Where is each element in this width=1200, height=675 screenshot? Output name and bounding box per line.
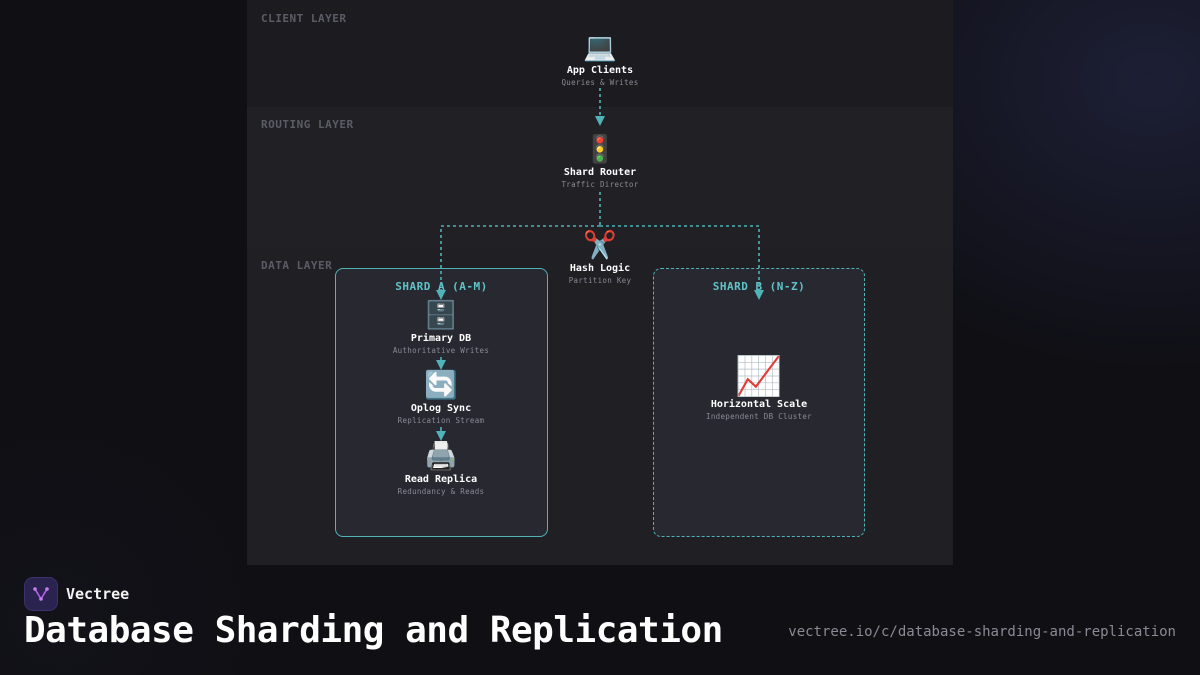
node-subtitle: Partition Key — [568, 276, 632, 285]
node-read-replica: 🖨️ Read Replica Redundancy & Reads — [361, 441, 521, 496]
node-subtitle: Authoritative Writes — [392, 346, 490, 355]
file-cabinet-icon: 🗄️ — [424, 300, 458, 331]
page-title: Database Sharding and Replication — [24, 610, 723, 651]
node-subtitle: Traffic Director — [561, 180, 639, 189]
laptop-icon: 💻 — [583, 32, 617, 63]
shard-b-title: SHARD B (N-Z) — [712, 280, 806, 293]
brand[interactable]: Vectree — [24, 577, 129, 611]
node-app-clients: 💻 App Clients Queries & Writes — [520, 32, 680, 87]
node-title: Primary DB — [410, 333, 472, 344]
shard-b-box: SHARD B (N-Z) — [653, 268, 865, 537]
node-title: Oplog Sync — [410, 403, 472, 414]
printer-icon: 🖨️ — [424, 441, 458, 472]
brand-name: Vectree — [66, 585, 130, 603]
client-layer-label: CLIENT LAYER — [261, 12, 347, 25]
shard-a-box: SHARD A (A-M) — [335, 268, 548, 537]
edge-hash-to-shard-a — [436, 225, 600, 300]
node-title: Shard Router — [563, 167, 637, 178]
node-primary-db: 🗄️ Primary DB Authoritative Writes — [361, 300, 521, 355]
node-oplog-sync: 🔄 Oplog Sync Replication Stream — [361, 370, 521, 425]
shard-a-title: SHARD A (A-M) — [395, 280, 488, 293]
routing-layer-label: ROUTING LAYER — [261, 118, 354, 131]
node-horizontal-scale: 📈 Horizontal Scale Independent DB Cluste… — [679, 354, 839, 421]
node-subtitle: Queries & Writes — [561, 78, 639, 87]
node-subtitle: Redundancy & Reads — [397, 487, 485, 496]
node-title: Horizontal Scale — [710, 399, 808, 410]
sync-arrows-icon: 🔄 — [424, 370, 458, 401]
node-hash-logic: ✂️ Hash Logic Partition Key — [520, 230, 680, 285]
data-layer-label: DATA LAYER — [261, 259, 333, 272]
page-url-link[interactable]: vectree.io/c/database-sharding-and-repli… — [788, 624, 1176, 640]
chart-increasing-icon: 📈 — [735, 354, 783, 398]
node-title: Read Replica — [404, 474, 478, 485]
node-subtitle: Independent DB Cluster — [706, 412, 812, 421]
vectree-logo-icon — [24, 577, 58, 611]
traffic-light-icon: 🚦 — [583, 134, 617, 165]
scissors-icon: ✂️ — [583, 230, 617, 261]
node-title: App Clients — [566, 65, 634, 76]
node-subtitle: Replication Stream — [397, 416, 485, 425]
edge-hash-to-shard-b — [600, 225, 764, 300]
node-title: Hash Logic — [569, 263, 631, 274]
node-shard-router: 🚦 Shard Router Traffic Director — [520, 134, 680, 189]
